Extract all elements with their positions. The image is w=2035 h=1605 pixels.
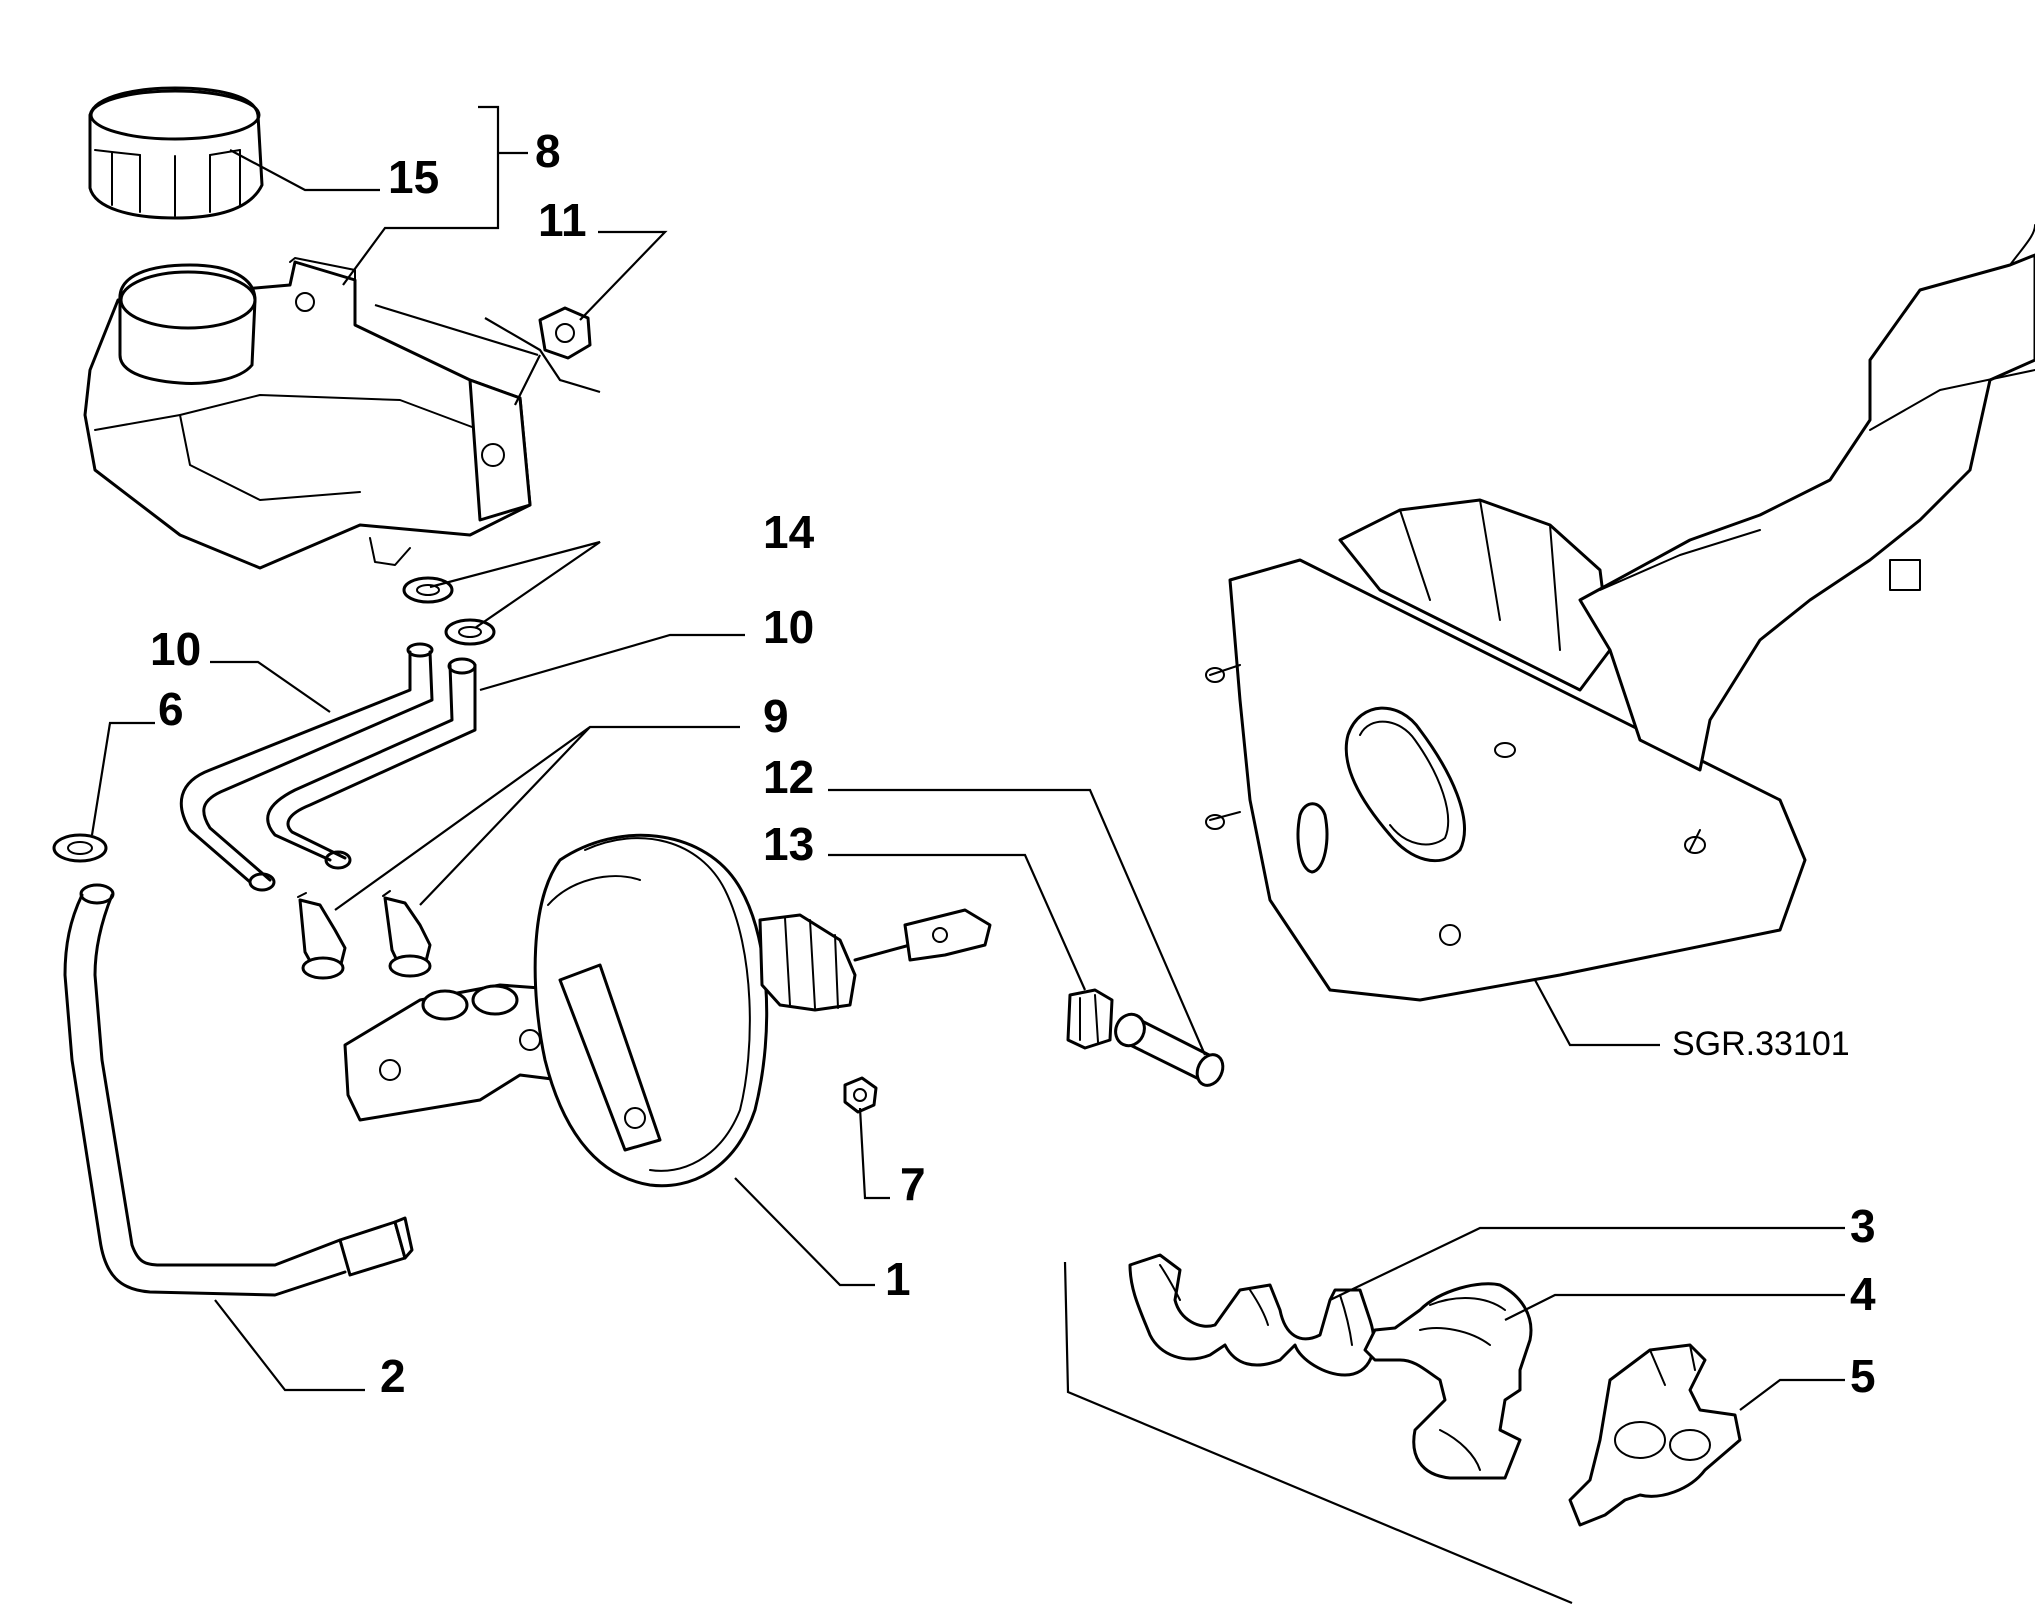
callout-2: 2 <box>380 1350 406 1402</box>
valve-fitting-right[interactable] <box>382 890 432 978</box>
master-cylinder[interactable] <box>343 983 582 1122</box>
leader-7 <box>858 1107 890 1200</box>
callout-11: 11 <box>538 194 587 246</box>
leader-15 <box>229 149 380 192</box>
reservoir-nut[interactable] <box>538 306 592 360</box>
pipe-sleeve[interactable] <box>1111 1010 1228 1090</box>
hose-clamp-lower[interactable] <box>444 618 496 646</box>
reservoir-cap[interactable] <box>88 86 264 220</box>
callout-14: 14 <box>763 506 815 558</box>
reservoir-hose-right[interactable] <box>266 657 477 870</box>
leader-11-a <box>374 303 539 357</box>
triple-pipe-clip[interactable] <box>1128 1253 1376 1377</box>
leader-10-right <box>479 633 745 692</box>
leader-14 <box>429 540 601 629</box>
quad-pipe-clip[interactable] <box>1568 1343 1742 1527</box>
leader-6 <box>90 721 155 836</box>
callout-1: 1 <box>885 1253 911 1305</box>
detail-pointer <box>1063 1261 1573 1605</box>
leader-11-b <box>484 317 601 394</box>
diagram-reference-code: SGR.33101 <box>1672 1025 1850 1063</box>
retaining-clip[interactable] <box>1066 988 1114 1050</box>
callout-10-left: 10 <box>150 623 201 675</box>
leader-2 <box>214 1299 365 1392</box>
callout-4: 4 <box>1850 1268 1876 1320</box>
callout-6: 6 <box>158 683 184 735</box>
double-pipe-clip[interactable] <box>1363 1282 1533 1480</box>
callout-13: 13 <box>763 818 814 870</box>
callout-3: 3 <box>1850 1200 1876 1252</box>
bracket-8 <box>342 105 500 286</box>
brake-fluid-reservoir[interactable] <box>83 257 532 570</box>
callout-12: 12 <box>763 751 814 803</box>
leader-1 <box>734 1177 875 1287</box>
callout-8: 8 <box>535 125 561 177</box>
firewall-bulkhead <box>1205 498 1807 1002</box>
hose-clamp-upper[interactable] <box>402 576 454 604</box>
callout-10-right: 10 <box>763 601 814 653</box>
leader-3 <box>1329 1226 1845 1301</box>
leader-9 <box>334 725 740 911</box>
booster-nut[interactable] <box>843 1076 878 1114</box>
callout-5: 5 <box>1850 1350 1876 1402</box>
leader-5 <box>1739 1378 1845 1411</box>
valve-fitting-left[interactable] <box>297 892 347 980</box>
leader-11-c <box>514 354 541 406</box>
callout-15: 15 <box>388 151 439 203</box>
leader-12 <box>828 788 1207 1056</box>
callout-9: 9 <box>763 690 789 742</box>
vehicle-frame-rail <box>1578 224 2035 772</box>
callout-7: 7 <box>900 1158 926 1210</box>
brake-booster[interactable] <box>533 833 992 1188</box>
leader-4 <box>1504 1293 1845 1321</box>
leader-13 <box>828 853 1087 991</box>
leader-ref <box>1534 979 1660 1047</box>
vacuum-hose-clamp[interactable] <box>52 833 108 863</box>
leader-11 <box>579 230 668 321</box>
reservoir-hose-left[interactable] <box>179 642 434 892</box>
leader-10-left <box>210 660 331 713</box>
vacuum-hose[interactable] <box>63 883 414 1297</box>
